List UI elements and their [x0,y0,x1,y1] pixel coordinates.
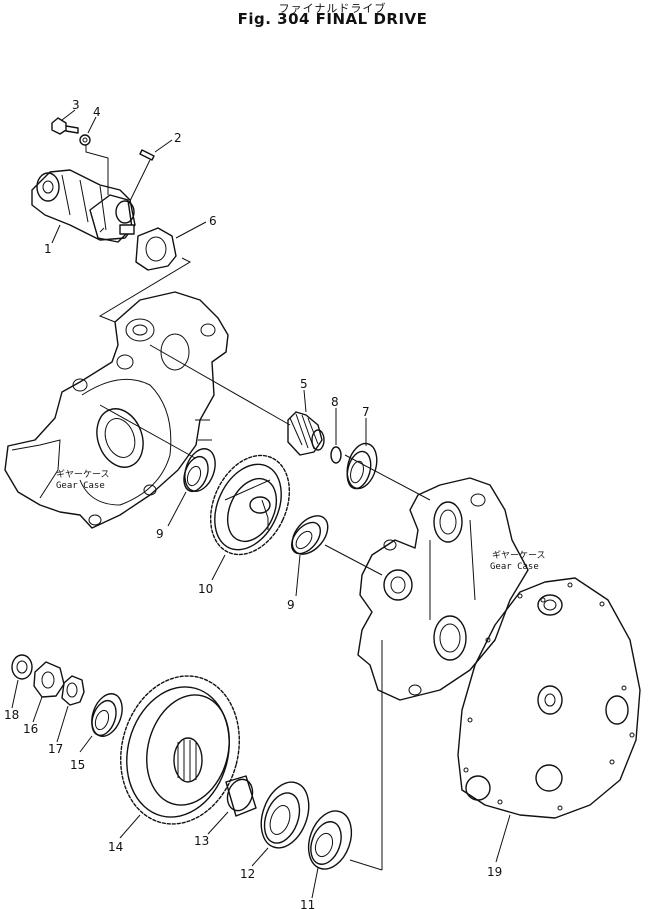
callout-6: 6 [209,214,217,228]
left-gear-case [4,291,229,529]
lock-nut [33,661,65,698]
right-ball-bearing [290,515,329,555]
spring-washer [79,134,91,146]
final-gear [120,675,240,825]
callout-19: 19 [487,865,502,879]
gear-case-label-right-jp: ギヤーケース [492,550,546,561]
end-bearing [11,654,33,680]
callout-9-left: 9 [156,527,164,541]
figure-title: Fig. 304 FINAL DRIVE [237,10,428,28]
callout-5: 5 [300,377,308,391]
outer-ball-bearing [91,693,123,737]
right-gear-case [357,477,529,701]
callout-16: 16 [23,722,38,736]
spacer-collar [225,775,257,817]
callout-18: 18 [4,708,19,722]
callout-11: 11 [300,898,315,909]
left-ball-bearing [183,448,216,493]
lower-ball-bearing [260,781,310,849]
callout-7: 7 [362,405,370,419]
callout-1: 1 [44,242,52,256]
callout-2: 2 [174,131,182,145]
intermediate-gear [209,454,291,556]
pinion-gear [287,411,325,456]
hydraulic-motor [31,169,136,243]
upper-ball-bearing [346,442,378,490]
cover-plate [457,577,641,819]
callout-13: 13 [194,834,209,848]
callout-10: 10 [198,582,213,596]
snap-ring [330,446,342,464]
gear-case-label-right-en: Gear Case [490,562,539,572]
callout-14: 14 [108,840,123,854]
lock-washer [61,675,85,706]
gear-case-label-left-en: Gear Case [56,481,105,491]
japanese-title: ファイナルドライブ [278,2,387,15]
callout-8: 8 [331,395,339,409]
callout-17: 17 [48,742,63,756]
dowel-pin [139,149,155,161]
roller-bearing [307,810,353,870]
callout-9-right: 9 [287,598,295,612]
callout-4: 4 [93,105,101,119]
gear-case-label-left-jp: ギヤーケース [56,469,110,480]
motor-mount-bolt [51,117,79,135]
callout-12: 12 [240,867,255,881]
motor-gasket [135,227,177,271]
callout-3: 3 [72,98,80,112]
callout-15: 15 [70,758,85,772]
